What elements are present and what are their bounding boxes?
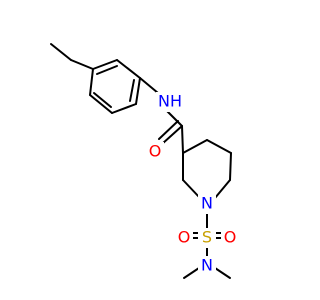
sulfonyl-sulfur-label: S (202, 228, 212, 247)
chemical-structure-diagram: NH O N S O O N (50, 43, 239, 279)
bond-nh-carbonyl (165, 109, 183, 127)
bond-piperidine-3 (229, 152, 232, 181)
bond-piperidine-4 (214, 179, 231, 199)
bond-carbonyl-double-1 (161, 125, 183, 145)
bond-aryl-nh (139, 77, 159, 94)
bond-n-methyl-right (214, 267, 231, 279)
sulfonyl-oxygen-right-label: O (224, 228, 237, 247)
bond-benzene-3-inner (129, 79, 135, 102)
bond-benzene-4 (111, 103, 137, 114)
dimethylamine-nitrogen-label: N (201, 256, 213, 275)
bond-n-methyl-left (183, 267, 200, 279)
bond-piperidine-5 (182, 179, 201, 199)
bond-ethyl-ch3-ch2 (50, 43, 72, 61)
amide-nh-label: NH (158, 92, 182, 111)
bond-piperidine-1 (182, 139, 208, 154)
atom-label-layer: NH O N S O O N (146, 92, 239, 276)
bond-ethyl-ch2-ring (70, 59, 94, 70)
bond-piperidine-2 (206, 139, 232, 154)
bond-carbonyl-double-2 (158, 120, 179, 140)
bond-carbonyl-ring (181, 125, 184, 154)
piperidine-nitrogen-label: N (201, 194, 213, 213)
bond-benzene-3 (135, 77, 141, 105)
bond-benzene-5-inner (93, 92, 112, 108)
carbonyl-oxygen-label: O (149, 142, 162, 161)
bond-benzene-6 (89, 68, 94, 96)
bond-benzene-1-inner (96, 65, 118, 75)
bond-layer (50, 43, 232, 279)
sulfonyl-oxygen-left-label: O (178, 228, 191, 247)
bond-benzene-5 (89, 94, 113, 114)
bond-benzene-1 (92, 59, 118, 70)
bond-benzene-2 (116, 59, 141, 79)
